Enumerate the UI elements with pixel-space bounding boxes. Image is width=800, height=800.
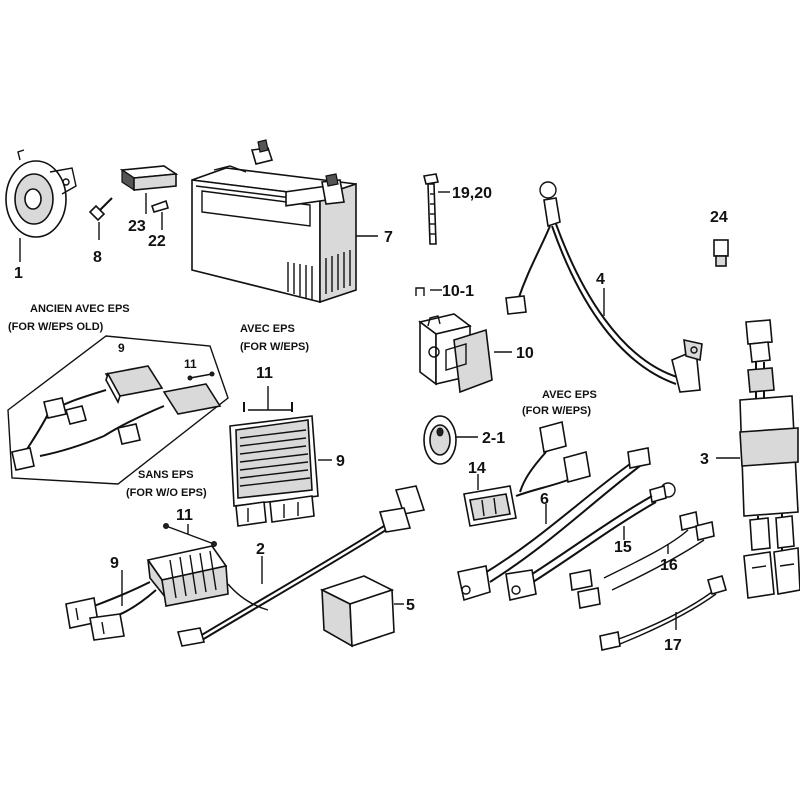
battery-cable-part bbox=[505, 181, 703, 393]
clip-part bbox=[150, 199, 169, 213]
part-number-5: 5 bbox=[406, 597, 415, 614]
part-number-10: 10 bbox=[516, 345, 534, 362]
caption-for-weps-2: (FOR W/EPS) bbox=[522, 405, 591, 417]
part-number-10-1: 10-1 bbox=[442, 283, 474, 300]
part-number-9-old: 9 bbox=[118, 341, 125, 355]
wire-harness-part bbox=[176, 485, 426, 647]
part-number-4: 4 bbox=[596, 271, 605, 288]
caption-for-weps: (FOR W/EPS) bbox=[240, 341, 309, 353]
starter-cable-part bbox=[457, 447, 651, 602]
part-number-19-20: 19,20 bbox=[452, 185, 492, 202]
fuse-part bbox=[713, 239, 729, 267]
cable-tie-part bbox=[423, 173, 439, 245]
battery-part bbox=[191, 139, 357, 304]
regulator-weps-part bbox=[229, 386, 319, 527]
part-number-2: 2 bbox=[256, 541, 265, 558]
part-number-6: 6 bbox=[540, 491, 549, 508]
fuse-holder-part bbox=[423, 415, 457, 465]
part-number-16: 16 bbox=[660, 557, 678, 574]
caption-for-wo-eps: (FOR W/O EPS) bbox=[126, 487, 207, 499]
battery-fins bbox=[287, 250, 351, 300]
sub-harness-part bbox=[569, 511, 715, 609]
eps-harness-part bbox=[739, 319, 800, 599]
part-number-14: 14 bbox=[468, 460, 486, 477]
bolt-part bbox=[88, 197, 113, 222]
box-part bbox=[319, 575, 395, 648]
relay-part bbox=[418, 313, 493, 394]
pad-part bbox=[119, 165, 179, 192]
part-number-2-1: 2-1 bbox=[482, 430, 505, 447]
part-number-11-woeps: 11 bbox=[176, 507, 193, 524]
part-number-17: 17 bbox=[664, 637, 682, 654]
horn-part bbox=[5, 149, 77, 238]
part-number-15: 15 bbox=[614, 539, 632, 556]
caption-avec-eps-2: AVEC EPS bbox=[542, 389, 597, 401]
regulator-woeps-part bbox=[65, 523, 229, 641]
caption-sans-eps: SANS EPS bbox=[138, 469, 194, 481]
part-number-23: 23 bbox=[128, 218, 146, 235]
clip-10-1-part bbox=[415, 287, 425, 296]
part-number-3: 3 bbox=[700, 451, 709, 468]
eps-connector-part bbox=[463, 420, 591, 527]
caption-ancien-avec-eps: ANCIEN AVEC EPS bbox=[30, 303, 130, 315]
part-number-24: 24 bbox=[710, 209, 728, 226]
part-number-22: 22 bbox=[148, 233, 166, 250]
part-number-11-weps: 11 bbox=[256, 365, 273, 382]
part-number-11-old: 11 bbox=[184, 357, 197, 371]
part-number-1: 1 bbox=[14, 265, 23, 282]
part-number-9-woeps: 9 bbox=[110, 555, 119, 572]
part-number-8: 8 bbox=[93, 249, 102, 266]
ground-cable-part bbox=[505, 482, 676, 601]
caption-avec-eps: AVEC EPS bbox=[240, 323, 295, 335]
old-eps-callout bbox=[7, 335, 229, 485]
part-number-7: 7 bbox=[384, 229, 393, 246]
caption-for-weps-old: (FOR W/EPS OLD) bbox=[8, 321, 104, 333]
part-number-9-weps: 9 bbox=[336, 453, 345, 470]
